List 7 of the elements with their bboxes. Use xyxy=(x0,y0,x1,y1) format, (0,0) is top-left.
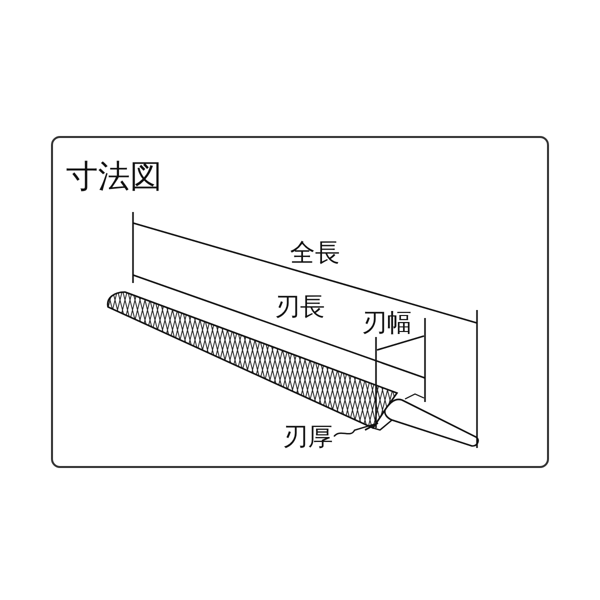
title: 寸法図 xyxy=(66,160,162,192)
dimension-label: 刃幅 xyxy=(362,310,412,335)
dimension-label: 刃長 xyxy=(275,294,325,319)
file-drawing xyxy=(106,291,479,447)
dimension-label: 全長 xyxy=(290,240,340,265)
leader-line xyxy=(334,423,376,437)
dimension-label: 刃厚 xyxy=(283,424,333,449)
